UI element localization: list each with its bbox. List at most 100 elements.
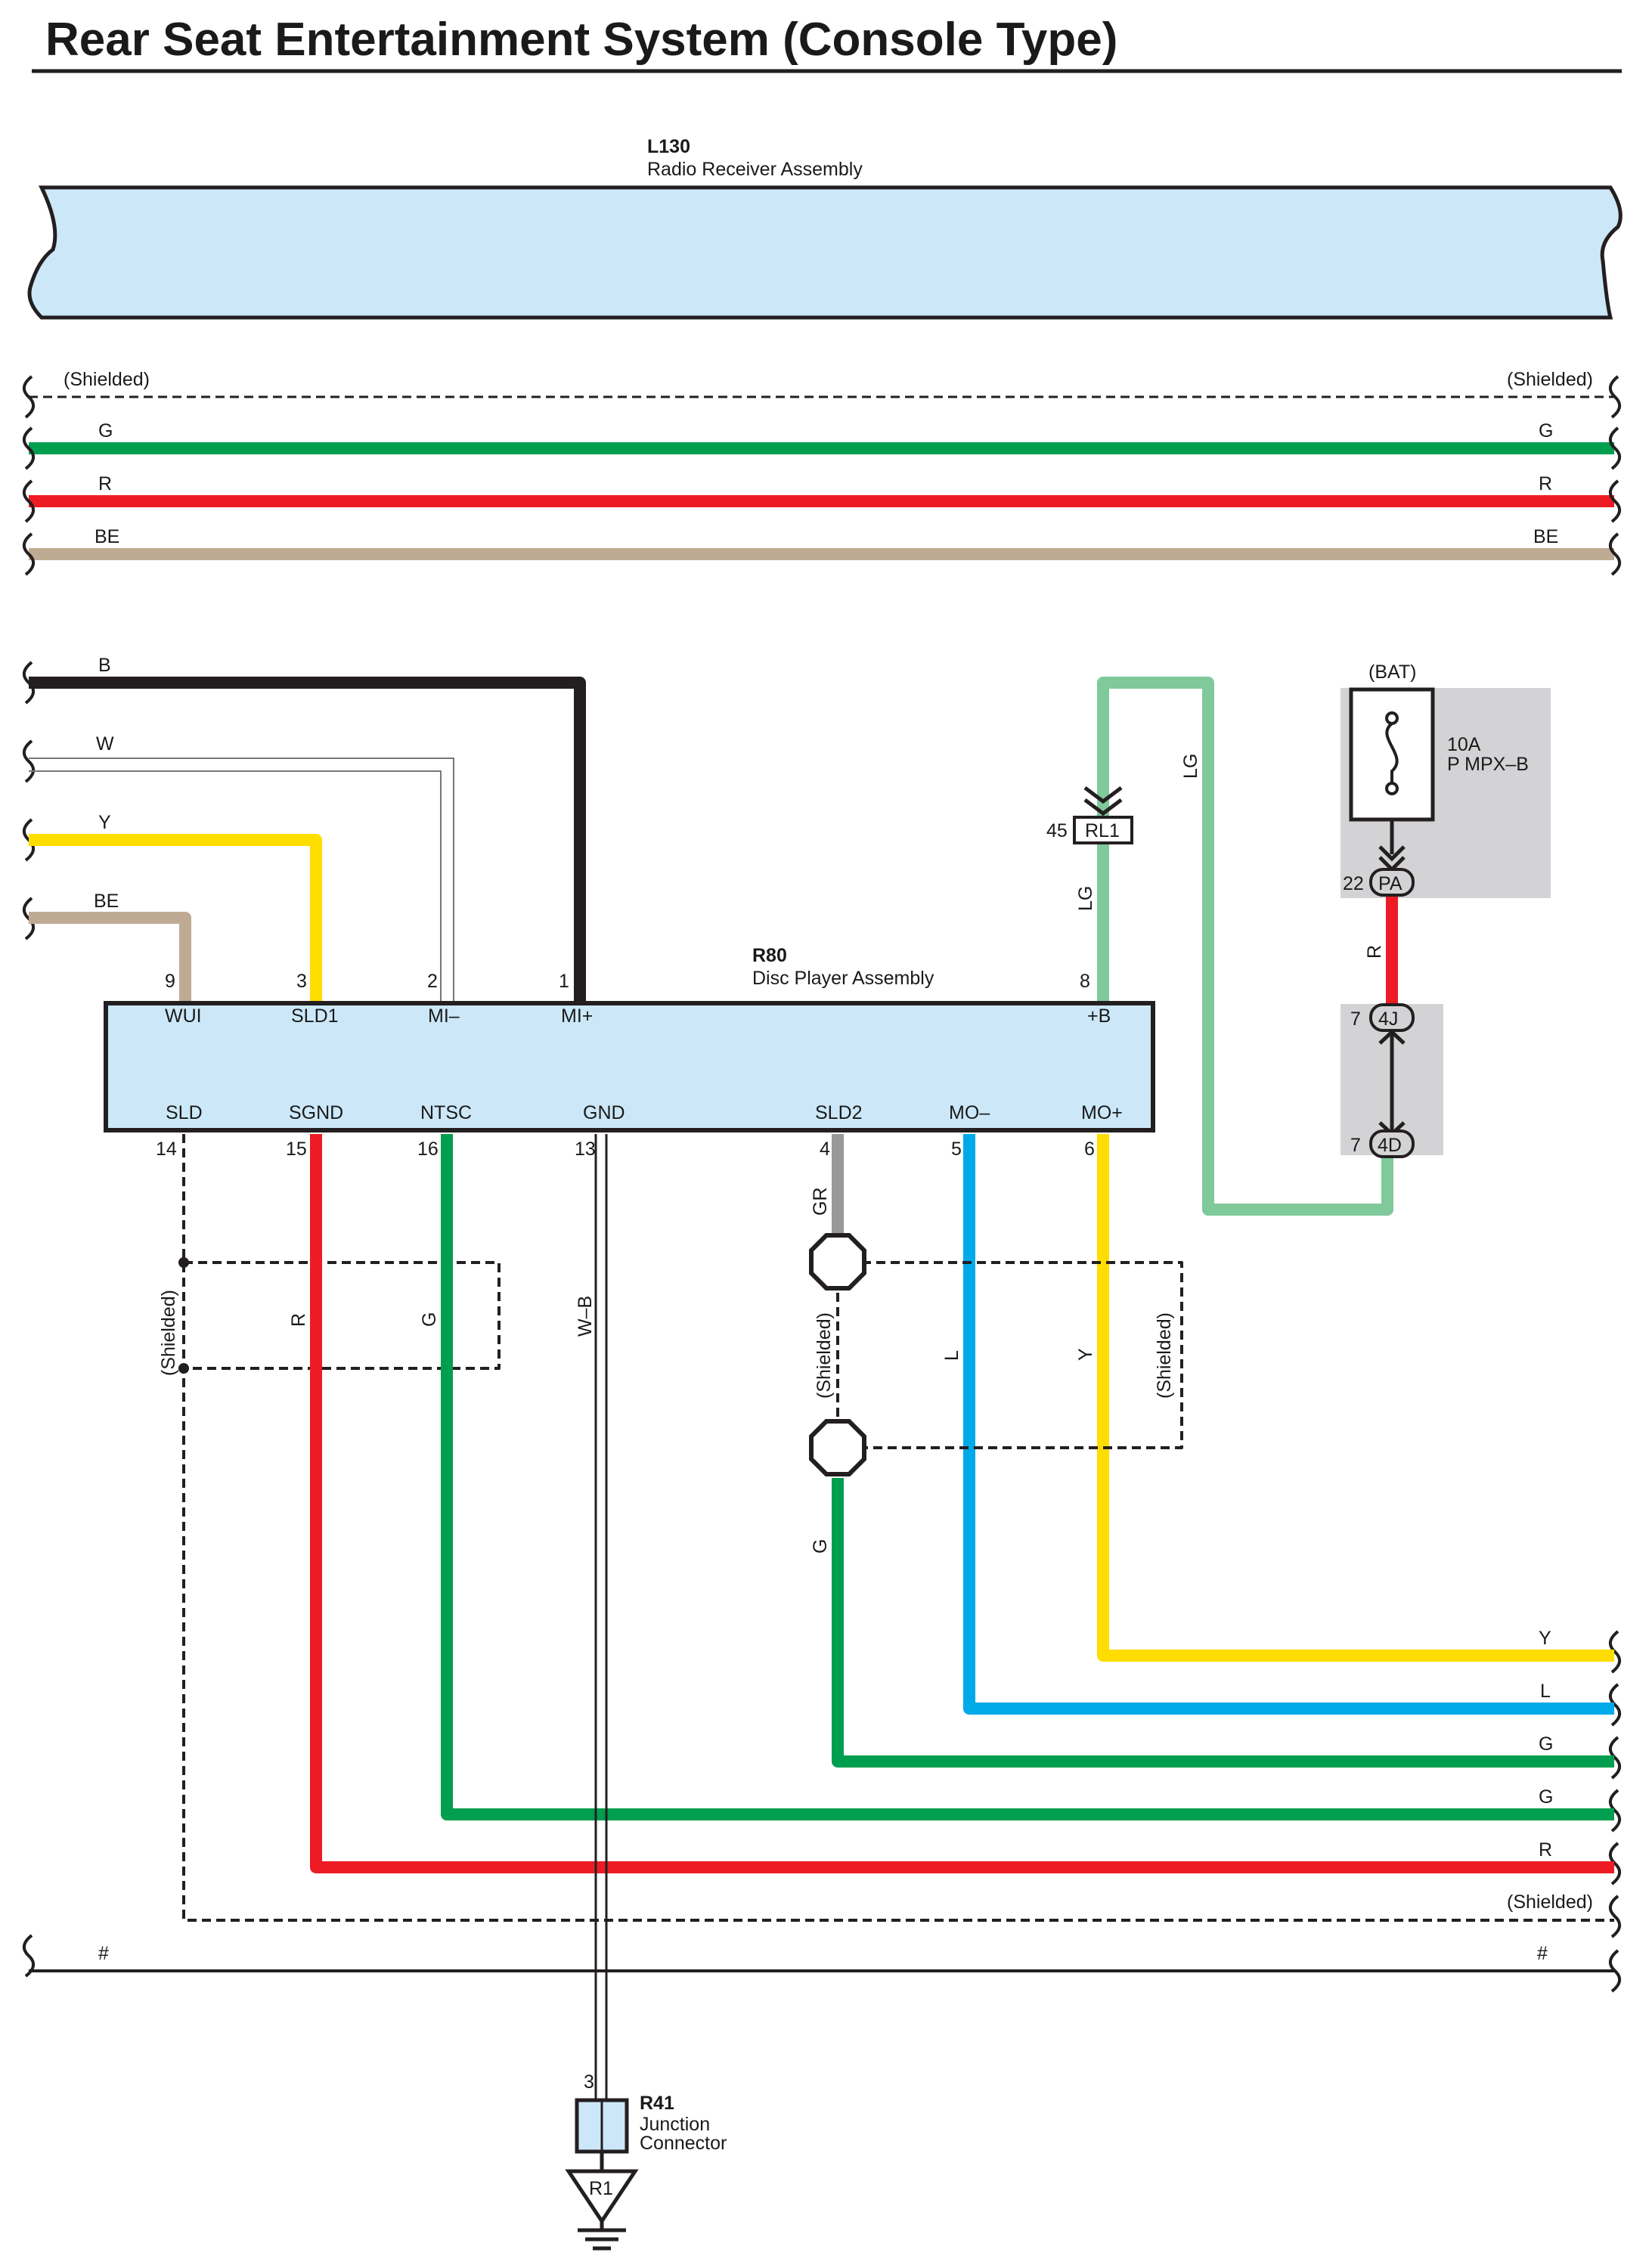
pin-mi-plus: 1 — [559, 971, 569, 992]
j4-name: 4J — [1378, 1009, 1398, 1030]
term-mo-plus: MO+ — [1081, 1102, 1123, 1123]
label-be: BE — [94, 891, 119, 912]
wire-red-sgnd — [310, 1134, 1614, 1873]
label-top-g-right: G — [1539, 420, 1553, 442]
ground-symbol — [565, 2169, 639, 2225]
d4-pin: 7 — [1350, 1135, 1361, 1156]
r41-code: R41 — [640, 2093, 674, 2114]
label-y: Y — [98, 812, 111, 833]
term-sld: SLD — [166, 1102, 203, 1123]
output-wire-labels: (Shielded) R G W–B GR (Shielded) L Y (Sh… — [98, 1188, 1593, 1965]
fuse-name: P MPX–B — [1447, 754, 1529, 775]
label-b: B — [98, 655, 111, 676]
pin-sld1: 3 — [296, 971, 307, 992]
pin-sld: 14 — [156, 1139, 177, 1160]
term-sgnd: SGND — [289, 1102, 343, 1123]
page-title: Rear Seat Entertainment System (Console … — [45, 14, 1117, 66]
pin-sgnd: 15 — [286, 1139, 307, 1160]
radio-receiver-box — [27, 185, 1623, 320]
fuse-housing — [1349, 687, 1435, 822]
output-wires — [29, 1134, 1614, 2100]
break-symbols-right — [1609, 375, 1621, 1993]
splice-upper — [809, 1233, 866, 1290]
junction-block-4j-4d: 4J 7 4D 7 — [1341, 1003, 1443, 1158]
d4-connector — [1369, 1129, 1415, 1158]
term-gnd: GND — [583, 1102, 625, 1123]
power-feed: LG LG — [1075, 677, 1393, 1216]
connector-rl1: RL1 45 — [1046, 786, 1133, 844]
label-top-be-left: BE — [95, 526, 119, 547]
label-top-r-right: R — [1539, 473, 1552, 494]
fuse-rating: 10A — [1447, 734, 1481, 755]
pa-connector — [1369, 868, 1415, 897]
shield-outer-dashed — [182, 1134, 1614, 1922]
pa-name: PA — [1378, 873, 1402, 894]
label-w: W — [96, 733, 114, 754]
wire-green-ntsc — [441, 1134, 1614, 1820]
term-wui: WUI — [165, 1005, 202, 1027]
shield-right-box — [862, 1261, 1183, 1449]
r41-name-2: Connector — [640, 2133, 727, 2154]
label-g-ntsc: G — [419, 1312, 440, 1327]
label-g1-right: G — [1539, 1734, 1553, 1755]
wire-beige-be — [29, 912, 191, 1002]
label-top-r-left: R — [98, 473, 112, 494]
term-sld2: SLD2 — [815, 1102, 863, 1123]
label-lg-lower: LG — [1075, 886, 1096, 911]
wire-white-w-inner — [29, 770, 442, 1002]
label-g-splice: G — [810, 1539, 831, 1554]
term-plus-b: +B — [1087, 1005, 1111, 1027]
r41-name-1: Junction — [640, 2114, 710, 2135]
term-sld1: SLD1 — [291, 1005, 339, 1027]
label-y-right: Y — [1539, 1628, 1551, 1649]
wire-yellow-mo — [1097, 1134, 1614, 1662]
top-bus: (Shielded) (Shielded) G G R R BE BE — [29, 369, 1614, 560]
radio-name: Radio Receiver Assembly — [647, 159, 863, 180]
pin-ntsc: 16 — [417, 1139, 439, 1160]
r41-pin: 3 — [584, 2071, 594, 2093]
ground-code: R1 — [589, 2178, 613, 2199]
pin-gnd: 13 — [575, 1139, 596, 1160]
label-wb: W–B — [575, 1296, 596, 1337]
label-hash-left: # — [98, 1943, 109, 1964]
d4-name: 4D — [1378, 1135, 1402, 1156]
wire-black-b — [29, 677, 586, 1002]
label-top-be-right: BE — [1533, 526, 1558, 547]
label-shielded-top-right: (Shielded) — [1507, 369, 1593, 390]
input-wires: B W Y BE — [29, 655, 586, 1002]
pin-mo-minus: 5 — [951, 1139, 962, 1160]
label-r-right: R — [1539, 1839, 1552, 1861]
fuse-element — [1385, 722, 1399, 783]
j4-pin: 7 — [1350, 1009, 1361, 1030]
wire-yellow-y — [29, 834, 322, 1002]
label-l-mo: L — [941, 1350, 962, 1361]
label-top-g-left: G — [98, 420, 113, 442]
term-mi-plus: MI+ — [561, 1005, 593, 1027]
label-shielded-left: (Shielded) — [158, 1290, 179, 1376]
shield-left-box — [184, 1261, 501, 1370]
pin-wui: 9 — [165, 971, 175, 992]
pin-plus-b: 8 — [1080, 971, 1090, 992]
pin-mo-plus: 6 — [1084, 1139, 1095, 1160]
fuse-box: (BAT) 10A P MPX–B PA 22 — [1341, 662, 1551, 898]
wire-white-w-outer — [29, 758, 454, 1002]
fuse-group: (BAT) — [1368, 662, 1416, 683]
label-g2-right: G — [1539, 1786, 1553, 1808]
label-r-pa: R — [1364, 945, 1385, 959]
label-hash-right: # — [1537, 1943, 1548, 1964]
disc-bottom-terminals: SLD 14 SGND 15 NTSC 16 GND 13 SLD2 4 MO–… — [156, 1102, 1123, 1160]
radio-code: L130 — [647, 136, 690, 157]
break-symbols-left — [23, 375, 35, 1978]
term-mo-minus: MO– — [949, 1102, 990, 1123]
label-lg-upper: LG — [1180, 754, 1201, 779]
junction-connector-r41: 3 R41 Junction Connector R1 — [565, 2071, 727, 2251]
disc-top-terminals: 9 WUI 3 SLD1 2 MI– 1 MI+ 8 +B — [165, 971, 1111, 1027]
label-gr: GR — [810, 1188, 831, 1216]
label-y-mo: Y — [1075, 1348, 1096, 1361]
label-l-right: L — [1540, 1681, 1551, 1702]
pin-sld2: 4 — [820, 1139, 830, 1160]
label-r-sgnd: R — [288, 1313, 309, 1327]
wire-blue-mo — [963, 1134, 1614, 1715]
pa-pin: 22 — [1343, 873, 1364, 894]
